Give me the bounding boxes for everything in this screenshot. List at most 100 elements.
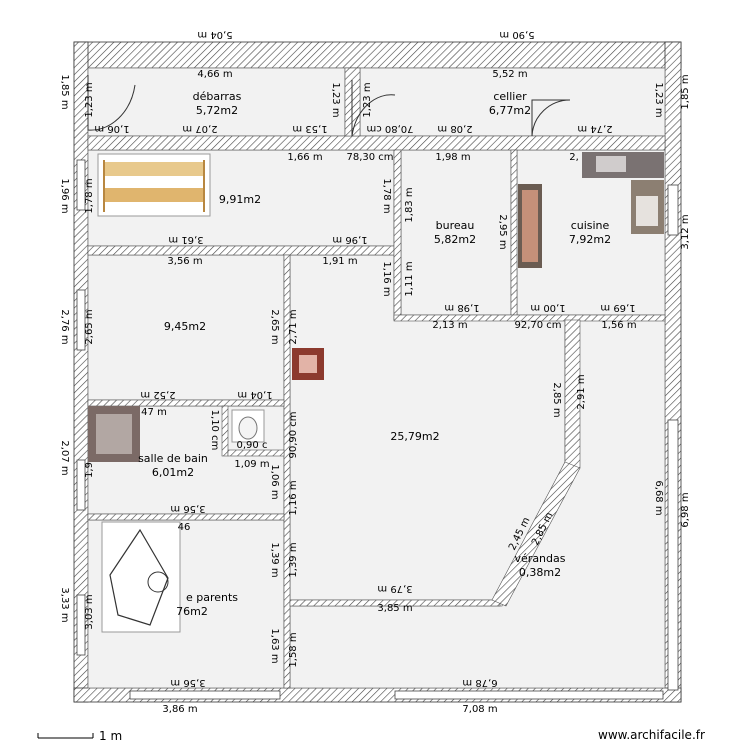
dim-sdb-1-9: 1,9 (84, 462, 95, 478)
dim-cui-1-00: 1,00 m (530, 302, 565, 313)
dim-r3-2-52: 2,52 m (140, 389, 175, 400)
room-area-cellier: 6,77m2 (489, 104, 531, 117)
oven-icon (631, 180, 664, 234)
dim-top-out-1: 5,04 m (197, 29, 232, 40)
dim-cel-w: 5,52 m (492, 69, 527, 80)
room-area-parents: 76m2 (176, 605, 208, 618)
room-name-cuisine: cuisine (571, 219, 610, 232)
room-name-verandas: vérandas (515, 552, 566, 565)
fridge-icon (518, 184, 542, 268)
room-name-cellier: cellier (493, 90, 527, 103)
room-area-debarras: 5,72m2 (196, 104, 238, 117)
scale-bar (37, 733, 94, 739)
dim-left-1-96: 1,96 m (59, 178, 70, 213)
dim-h-1-23d: 1,23 m (653, 82, 664, 117)
dim-h-1-23c: 1,23 m (362, 82, 373, 117)
room-name-debarras: débarras (193, 90, 242, 103)
dim-wc-mid: 0,90 c (237, 440, 268, 451)
kitchen-counter-icon (582, 152, 664, 178)
dim-r2-3-61: 3,61 m (168, 234, 203, 245)
dim-r2-1-91: 1,91 m (322, 256, 357, 267)
dim-r2-1-16: 1,16 m (381, 261, 392, 296)
room-area-bureau: 5,82m2 (434, 233, 476, 246)
room-name-bureau: bureau (436, 219, 475, 232)
dim-right-1-85: 1,85 m (680, 74, 691, 109)
dim-par-46: 46 (178, 522, 191, 533)
room-area-sejour: 25,79m2 (390, 430, 439, 443)
dim-r3-1-56: 1,56 m (601, 320, 636, 331)
dim-right-3-12: 3,12 m (680, 214, 691, 249)
dim-wc-90-90: 90,90 cm (288, 411, 299, 458)
dim-r2-1-78b: 1,78 m (381, 178, 392, 213)
dim-bur-1-98: 1,98 m (444, 302, 479, 313)
dim-top-out-2: 5,90 m (499, 29, 534, 40)
room-area-verandas: 0,38m2 (519, 566, 561, 579)
dim-r2-1-83: 1,83 m (404, 187, 415, 222)
dim-deb-w: 4,66 m (197, 69, 232, 80)
dim-b-70-80: 70,80 cm (366, 123, 413, 134)
dim-par-3-03: 3,03 m (84, 594, 95, 629)
dimension-labels: 5,04 m 5,90 m 4,66 m 5,52 m 1,85 m 1,85 … (59, 29, 691, 715)
doors (87, 75, 571, 137)
dim-r2-1-78: 1,78 m (84, 178, 95, 213)
dim-b-2-74: 2,74 m (577, 123, 612, 134)
dim-b-1-53: 1,53 m (292, 123, 327, 134)
dim-wc-1-10: 1,10 cm (209, 410, 220, 451)
dim-r3-2-71: 2,71 m (288, 309, 299, 344)
dim-b-1-06: 1,06 m (94, 123, 129, 134)
dim-sdb-3-56: 3,56 m (170, 503, 205, 514)
dim-cui-1-69: 1,69 m (600, 302, 635, 313)
watermark[interactable]: www.archifacile.fr (598, 728, 705, 742)
toilet-icon (231, 409, 265, 443)
dim-r2-2: 2, (569, 152, 579, 163)
dim-par-3-85: 3,85 m (377, 603, 412, 614)
dim-wc-1-09: 1,09 m (234, 459, 269, 470)
radiator-icon (292, 348, 324, 380)
dim-par-1-39b: 1,39 m (288, 542, 299, 577)
dim-r2-3-56: 3,56 m (167, 256, 202, 267)
dim-r3-92-70: 92,70 cm (514, 320, 561, 331)
dim-right-6-98: 6,98 m (680, 492, 691, 527)
dim-sdb-1-06: 1,06 m (269, 464, 280, 499)
dim-r2-1-96: 1,96 m (332, 234, 367, 245)
dim-r3-47: 47 m (141, 407, 167, 418)
dim-bot-7-08: 7,08 m (462, 704, 497, 715)
shower-icon (88, 406, 140, 462)
dim-r3-2-13: 2,13 m (432, 320, 467, 331)
room-area-salle-de-bain: 6,01m2 (152, 466, 194, 479)
dim-h-1-23a: 1,23 m (84, 82, 95, 117)
dim-r2-78-30: 78,30 cm (346, 152, 393, 163)
dim-r2-1-11: 1,11 m (404, 261, 415, 296)
dim-b-2-08: 2,08 m (437, 123, 472, 134)
room-area-cuisine: 7,92m2 (569, 233, 611, 246)
room-area-9-91: 9,91m2 (219, 193, 261, 206)
dim-left-1-85: 1,85 m (59, 74, 70, 109)
dim-r2-1-66: 1,66 m (287, 152, 322, 163)
dim-sdb-1-16: 1,16 m (288, 480, 299, 515)
interior-walls (87, 67, 666, 689)
dim-par-3-79: 3,79 m (377, 583, 412, 594)
dim-right-6-68: 6,68 m (653, 480, 664, 515)
dim-par-3-56: 3,56 m (170, 677, 205, 688)
dim-h-1-23b: 1,23 m (330, 82, 341, 117)
dim-par-1-58: 1,58 m (288, 632, 299, 667)
scale-bar-label: 1 m (99, 729, 123, 743)
bed-sketch-icon (101, 521, 181, 633)
dim-bot-6-78: 6,78 m (462, 677, 497, 688)
room-name-salle-de-bain: salle de bain (138, 452, 208, 465)
room-labels: débarras 5,72m2 cellier 6,77m2 9,91m2 bu… (138, 90, 611, 618)
room-area-9-45: 9,45m2 (164, 320, 206, 333)
dim-r3-1-04: 1,04 m (237, 389, 272, 400)
room-name-parents: e parents (186, 591, 238, 604)
windows (76, 159, 679, 700)
dim-bot-3-86: 3,86 m (162, 704, 197, 715)
dim-left-2-07: 2,07 m (59, 440, 70, 475)
dim-ver-2-91: 2,91 m (576, 374, 587, 409)
dim-left-2-76: 2,76 m (59, 309, 70, 344)
dim-left-3-33: 3,33 m (59, 587, 70, 622)
dim-r3-2-65: 2,65 m (84, 309, 95, 344)
dim-par-1-39: 1,39 m (269, 542, 280, 577)
dim-ver-2-85: 2,85 m (551, 382, 562, 417)
dim-r2-1-98: 1,98 m (435, 152, 470, 163)
